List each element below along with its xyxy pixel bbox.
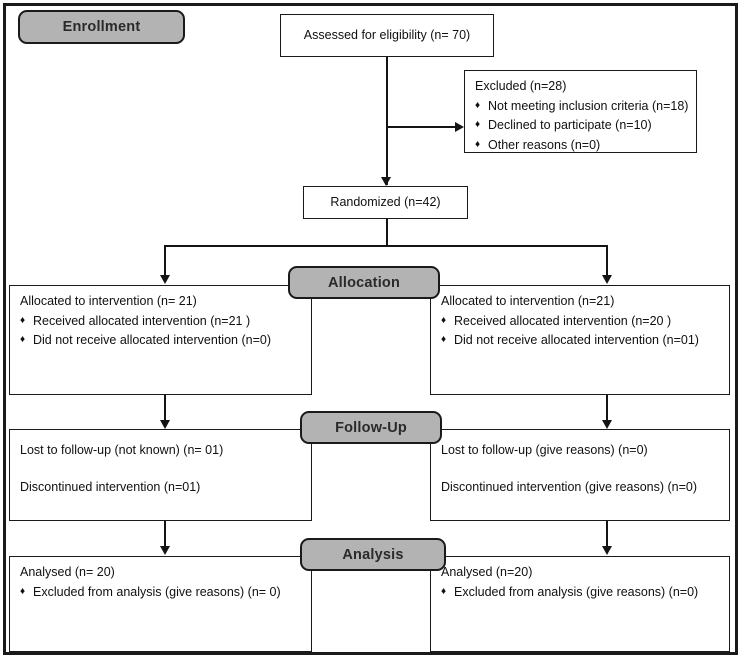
randomized-text: Randomized (n=42) xyxy=(330,195,441,210)
connector-followup-left-to-analysis xyxy=(164,521,167,552)
connector-alloc-left-to-followup xyxy=(164,395,167,426)
box-allocation-left: Allocated to intervention (n= 21) ♦ Rece… xyxy=(9,285,312,395)
analysis-right-heading: Analysed (n=20) xyxy=(441,565,533,579)
allocation-left-item-text: Did not receive allocated intervention (… xyxy=(33,333,271,347)
arrowhead-followup-left xyxy=(159,420,170,429)
analysis-left-item-text: Excluded from analysis (give reasons) (n… xyxy=(33,584,281,599)
allocation-left-list: ♦ Received allocated intervention (n=21 … xyxy=(20,313,301,347)
bullet-diamond-icon: ♦ xyxy=(441,334,447,345)
bullet-diamond-icon: ♦ xyxy=(441,585,447,597)
list-item: ♦ Not meeting inclusion criteria (n=18) xyxy=(475,98,689,113)
arrowhead-allocation-right xyxy=(601,275,612,284)
connector-followup-right-to-analysis xyxy=(606,521,609,552)
arrowhead-followup-right xyxy=(601,420,612,429)
analysis-right-list: ♦ Excluded from analysis (give reasons) … xyxy=(441,584,719,599)
arrowhead-analysis-right xyxy=(601,546,612,555)
connector-randomized-down xyxy=(385,219,388,246)
allocation-left-heading: Allocated to intervention (n= 21) xyxy=(20,294,197,308)
allocation-right-heading: Allocated to intervention (n=21) xyxy=(441,294,615,308)
box-analysis-left: Analysed (n= 20) ♦ Excluded from analysi… xyxy=(9,556,312,652)
arrowhead-allocation-left xyxy=(159,275,170,284)
arrowhead-to-excluded xyxy=(455,121,464,132)
connector-split-right-down xyxy=(606,245,609,281)
excluded-reasons-list: ♦ Not meeting inclusion criteria (n=18) … xyxy=(475,98,689,152)
connector-assessed-to-randomized xyxy=(385,57,388,185)
box-allocation-right: Allocated to intervention (n=21) ♦ Recei… xyxy=(430,285,730,395)
connector-randomized-split-bar xyxy=(164,245,608,248)
stage-badge-analysis-label: Analysis xyxy=(342,546,404,563)
box-followup-left: Lost to follow-up (not known) (n= 01) Di… xyxy=(9,429,312,521)
allocation-left-item-text: Received allocated intervention (n=21 ) xyxy=(33,313,251,328)
stage-badge-allocation-label: Allocation xyxy=(327,274,401,291)
excluded-heading: Excluded (n=28) xyxy=(475,79,567,93)
excluded-reason-text: Declined to participate (n=10) xyxy=(488,118,652,132)
list-item: ♦ Received allocated intervention (n=20 … xyxy=(441,313,719,328)
followup-right-line: Lost to follow-up (give reasons) (n=0) xyxy=(441,443,648,457)
connector-to-excluded xyxy=(386,126,458,129)
allocation-right-item-text: Did not receive allocated intervention (… xyxy=(454,333,699,347)
assessed-for-eligibility-text: Assessed for eligibility (n= 70) xyxy=(303,28,471,43)
box-followup-right: Lost to follow-up (give reasons) (n=0) D… xyxy=(430,429,730,521)
bullet-diamond-icon: ♦ xyxy=(475,138,481,150)
list-item: ♦ Excluded from analysis (give reasons) … xyxy=(441,584,719,599)
connector-alloc-right-to-followup xyxy=(606,395,609,426)
connector-split-left-down xyxy=(164,245,167,281)
stage-badge-enrollment: Enrollment xyxy=(18,10,185,44)
allocation-right-item-text: Received allocated intervention (n=20 ) xyxy=(454,313,672,328)
list-item: ♦ Other reasons (n=0) xyxy=(475,137,686,152)
bullet-diamond-icon: ♦ xyxy=(20,585,26,597)
followup-left-line: Lost to follow-up (not known) (n= 01) xyxy=(20,443,224,457)
list-item: ♦ Did not receive allocated intervention… xyxy=(20,334,301,347)
list-item: ♦ Received allocated intervention (n=21 … xyxy=(20,313,301,328)
followup-left-line: Discontinued intervention (n=01) xyxy=(20,479,201,494)
list-item: ♦ Did not receive allocated intervention… xyxy=(441,334,719,347)
stage-badge-analysis: Analysis xyxy=(300,538,446,571)
followup-right-line: Discontinued intervention (give reasons)… xyxy=(441,479,698,494)
stage-badge-followup-label: Follow-Up xyxy=(335,419,407,436)
stage-badge-enrollment-label: Enrollment xyxy=(62,19,141,35)
box-randomized: Randomized (n=42) xyxy=(303,186,468,219)
arrowhead-to-randomized xyxy=(381,177,391,186)
excluded-reason-text: Other reasons (n=0) xyxy=(488,137,601,152)
bullet-diamond-icon: ♦ xyxy=(441,314,447,326)
box-excluded: Excluded (n=28) ♦ Not meeting inclusion … xyxy=(464,70,697,153)
allocation-right-list: ♦ Received allocated intervention (n=20 … xyxy=(441,313,719,347)
list-item: ♦ Declined to participate (n=10) xyxy=(475,119,686,132)
stage-badge-allocation: Allocation xyxy=(288,266,440,299)
bullet-diamond-icon: ♦ xyxy=(475,99,481,111)
excluded-reason-text: Not meeting inclusion criteria (n=18) xyxy=(488,98,689,113)
analysis-left-heading: Analysed (n= 20) xyxy=(20,565,115,579)
bullet-diamond-icon: ♦ xyxy=(475,119,481,130)
analysis-right-item-text: Excluded from analysis (give reasons) (n… xyxy=(454,584,699,599)
arrowhead-analysis-left xyxy=(159,546,170,555)
stage-badge-followup: Follow-Up xyxy=(300,411,442,444)
list-item: ♦ Excluded from analysis (give reasons) … xyxy=(20,584,301,599)
bullet-diamond-icon: ♦ xyxy=(20,334,26,345)
bullet-diamond-icon: ♦ xyxy=(20,314,26,326)
box-assessed-for-eligibility: Assessed for eligibility (n= 70) xyxy=(280,14,494,57)
box-analysis-right: Analysed (n=20) ♦ Excluded from analysis… xyxy=(430,556,730,652)
analysis-left-list: ♦ Excluded from analysis (give reasons) … xyxy=(20,584,301,599)
